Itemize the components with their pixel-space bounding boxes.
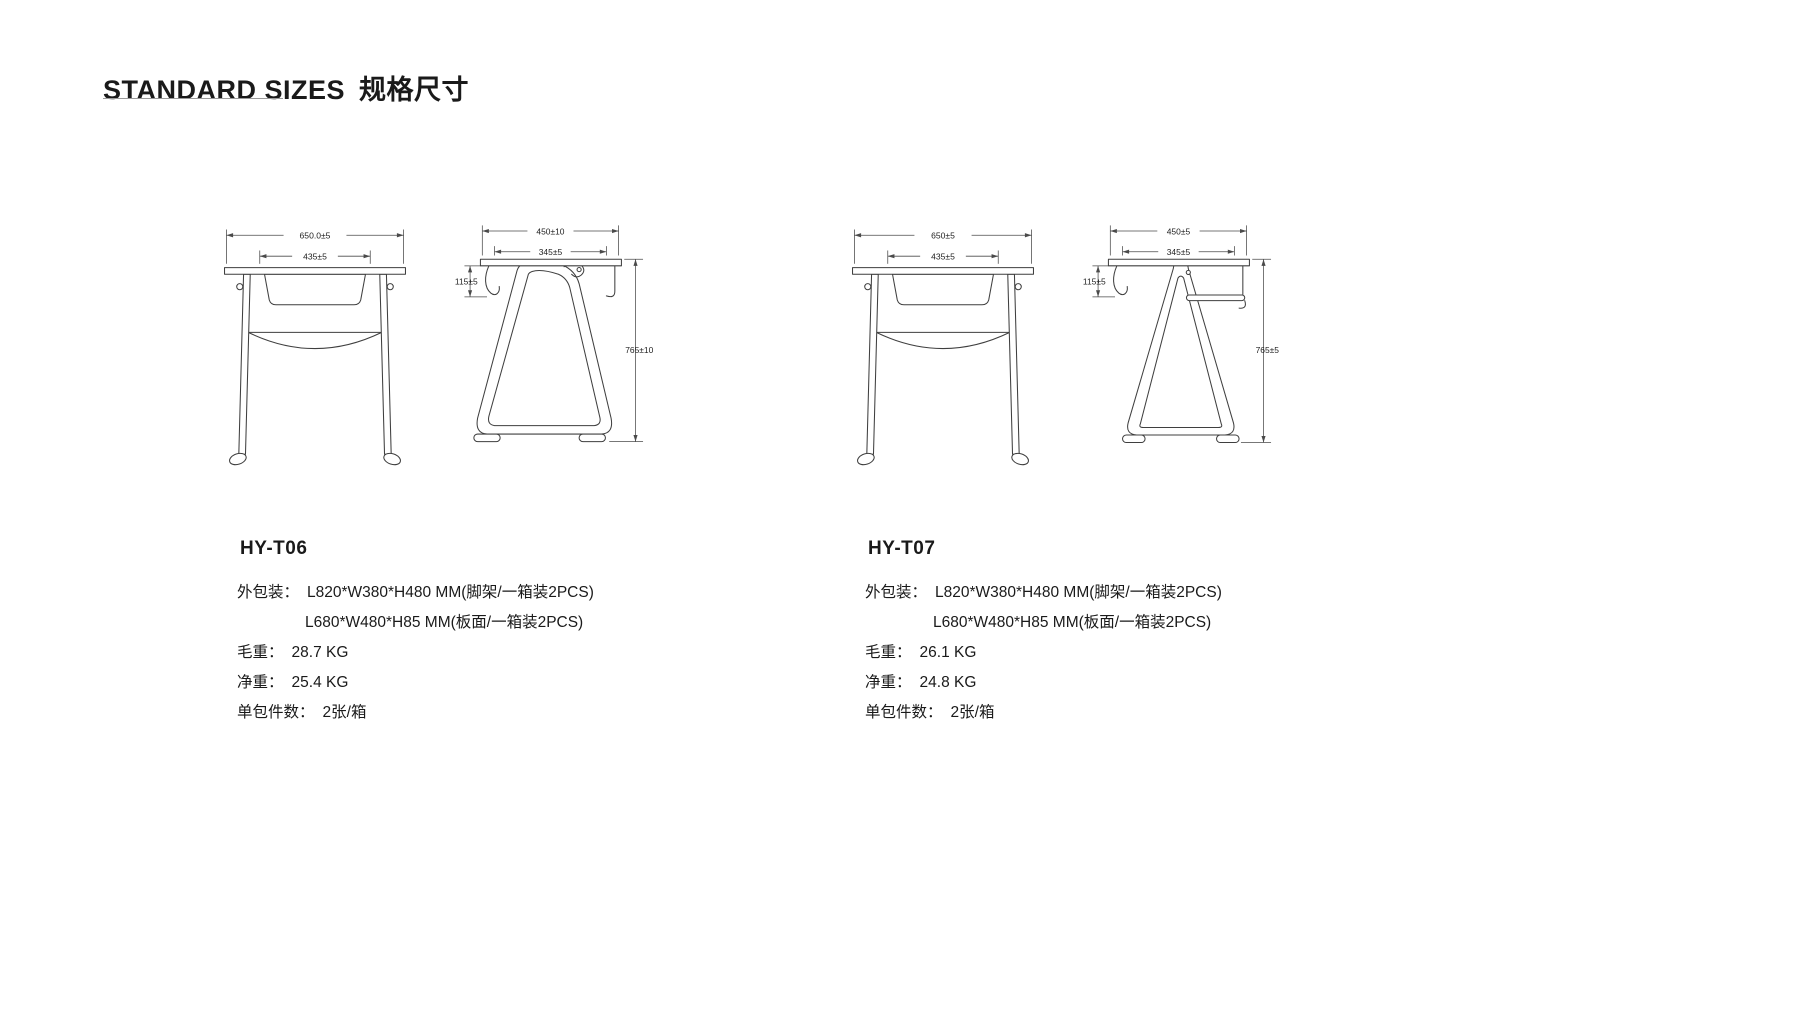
spec-list: 外包装： L820*W380*H480 MM(脚架/一箱装2PCS) L680*… [237, 578, 594, 728]
side-desk-illustration [473, 258, 622, 443]
side-top-height-label: 115±5 [455, 277, 478, 287]
side-view-drawing-t06: 450±10 345±5 115±5 765±10 [455, 225, 654, 443]
net-weight-label: 净重： [237, 674, 284, 691]
packing-value-1: L820*W380*H480 MM(脚架/一箱装2PCS) [935, 584, 1222, 601]
side-inner-dim-label: 345±5 [1167, 247, 1191, 257]
front-desk-illustration [852, 267, 1034, 466]
front-inner-dim-label: 435±5 [303, 252, 327, 262]
side-view-drawing-t07: 450±5 345±5 115±5 765±5 [1083, 225, 1280, 444]
packing-label: 外包装： [237, 584, 300, 601]
side-outer-dimension: 450±5 [1109, 225, 1247, 256]
side-outer-dimension: 450±10 [481, 225, 619, 256]
pack-qty-label: 单包件数： [237, 704, 315, 721]
pack-qty-label: 单包件数： [865, 704, 943, 721]
net-weight-label: 净重： [865, 674, 912, 691]
front-inner-dimension: 435±5 [887, 250, 999, 264]
front-view-drawing-t07: 650±5 435±5 [852, 229, 1034, 466]
side-inner-dim-label: 345±5 [539, 247, 563, 257]
packing-label: 外包装： [865, 584, 928, 601]
side-inner-dimension: 345±5 [494, 246, 607, 257]
front-inner-dimension: 435±5 [259, 250, 371, 264]
gross-weight-label: 毛重： [237, 644, 284, 661]
side-outer-dim-label: 450±5 [1167, 226, 1191, 236]
packing-value-2: L680*W480*H85 MM(板面/一箱装2PCS) [305, 614, 584, 631]
page-title: STANDARD SIZES 规格尺寸 [103, 68, 469, 107]
side-total-height-dimension: 765±5 [1240, 258, 1280, 443]
packing-spec-row-2: L680*W480*H85 MM(板面/一箱装2PCS) [865, 608, 1222, 638]
page-title-zh: 规格尺寸 [359, 75, 470, 106]
side-top-height-dimension: 115±5 [455, 265, 488, 298]
page-title-en: STANDARD SIZES [103, 75, 346, 106]
pack-qty-row: 单包件数： 2张/箱 [865, 698, 1222, 728]
side-desk-illustration [1107, 258, 1250, 444]
front-desk-illustration [224, 267, 406, 466]
side-total-height-label: 765±10 [625, 345, 653, 355]
side-outer-dim-label: 450±10 [536, 226, 564, 236]
net-weight-row: 净重： 25.4 KG [237, 668, 594, 698]
side-total-height-label: 765±5 [1256, 345, 1280, 355]
front-outer-dim-label: 650±5 [931, 231, 955, 241]
title-underline [103, 98, 283, 99]
packing-spec-row: 外包装： L820*W380*H480 MM(脚架/一箱装2PCS) [237, 578, 594, 608]
model-name: HY-T06 [240, 538, 308, 559]
net-weight-value: 25.4 KG [291, 674, 349, 691]
side-total-height-dimension: 765±10 [609, 258, 654, 442]
packing-spec-row: 外包装： L820*W380*H480 MM(脚架/一箱装2PCS) [865, 578, 1222, 608]
front-outer-dimension: 650±5 [854, 229, 1032, 264]
front-outer-dimension: 650.0±5 [226, 229, 404, 264]
front-inner-dim-label: 435±5 [931, 252, 955, 262]
side-inner-dimension: 345±5 [1122, 246, 1235, 257]
packing-value-2: L680*W480*H85 MM(板面/一箱装2PCS) [933, 614, 1212, 631]
packing-value-1: L820*W380*H480 MM(脚架/一箱装2PCS) [307, 584, 594, 601]
front-view-drawing-t06: 650.0±5 435±5 [224, 229, 406, 466]
product-block-hy-t06: 650.0±5 435±5 [215, 220, 895, 780]
gross-weight-row: 毛重： 28.7 KG [237, 638, 594, 668]
pack-qty-row: 单包件数： 2张/箱 [237, 698, 594, 728]
net-weight-value: 24.8 KG [919, 674, 977, 691]
gross-weight-value: 26.1 KG [919, 644, 977, 661]
front-outer-dim-label: 650.0±5 [300, 231, 331, 241]
side-top-height-label: 115±5 [1083, 277, 1106, 287]
side-top-height-dimension: 115±5 [1083, 265, 1116, 298]
spec-list: 外包装： L820*W380*H480 MM(脚架/一箱装2PCS) L680*… [865, 578, 1222, 728]
model-name: HY-T07 [868, 538, 936, 559]
net-weight-row: 净重： 24.8 KG [865, 668, 1222, 698]
gross-weight-row: 毛重： 26.1 KG [865, 638, 1222, 668]
product-block-hy-t07: 650±5 435±5 [843, 220, 1523, 780]
pack-qty-value: 2张/箱 [950, 704, 995, 721]
pack-qty-value: 2张/箱 [322, 704, 367, 721]
gross-weight-value: 28.7 KG [291, 644, 349, 661]
gross-weight-label: 毛重： [865, 644, 912, 661]
packing-spec-row-2: L680*W480*H85 MM(板面/一箱装2PCS) [237, 608, 594, 638]
